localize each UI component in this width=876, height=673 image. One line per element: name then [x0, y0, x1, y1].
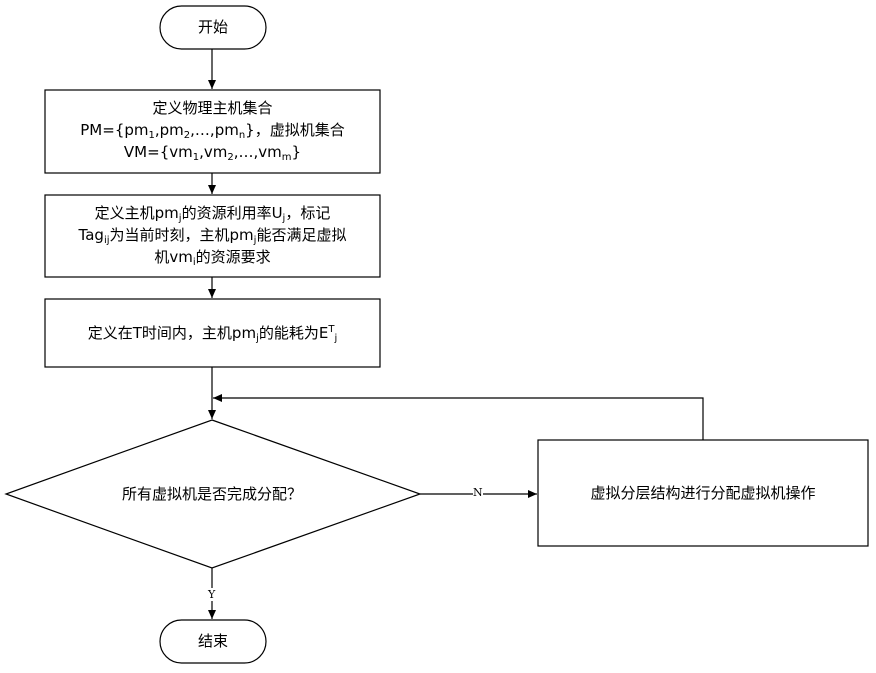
define-pm-vm-line1: 定义物理主机集合 — [45, 97, 380, 119]
utilization-line2: Tagij为当前时刻，主机pmj能否满足虚拟 — [45, 224, 380, 246]
process-label: 虚拟分层结构进行分配虚拟机操作 — [538, 482, 868, 504]
no-branch-label: N — [473, 486, 483, 499]
yes-branch-label: Y — [208, 588, 215, 601]
define-pm-vm-text: 定义物理主机集合 PM={pm1,pm2,…,pmn}，虚拟机集合 VM={vm… — [45, 97, 380, 163]
arrow-loop-back — [213, 398, 703, 440]
pm-set-line: PM={pm1,pm2,…,pmn}，虚拟机集合 — [45, 119, 380, 141]
decision-label: 所有虚拟机是否完成分配？ — [56, 483, 368, 505]
start-label: 开始 — [160, 16, 266, 38]
end-label: 结束 — [160, 630, 266, 652]
utilization-line3: 机vmi的资源要求 — [45, 246, 380, 268]
vm-set-line: VM={vm1,vm2,…,vmm} — [45, 141, 380, 163]
define-utilization-text: 定义主机pmj的资源利用率Uj，标记 Tagij为当前时刻，主机pmj能否满足虚… — [45, 202, 380, 268]
utilization-line1: 定义主机pmj的资源利用率Uj，标记 — [45, 202, 380, 224]
define-energy-text: 定义在T时间内，主机pmj的能耗为ETj — [45, 322, 380, 344]
